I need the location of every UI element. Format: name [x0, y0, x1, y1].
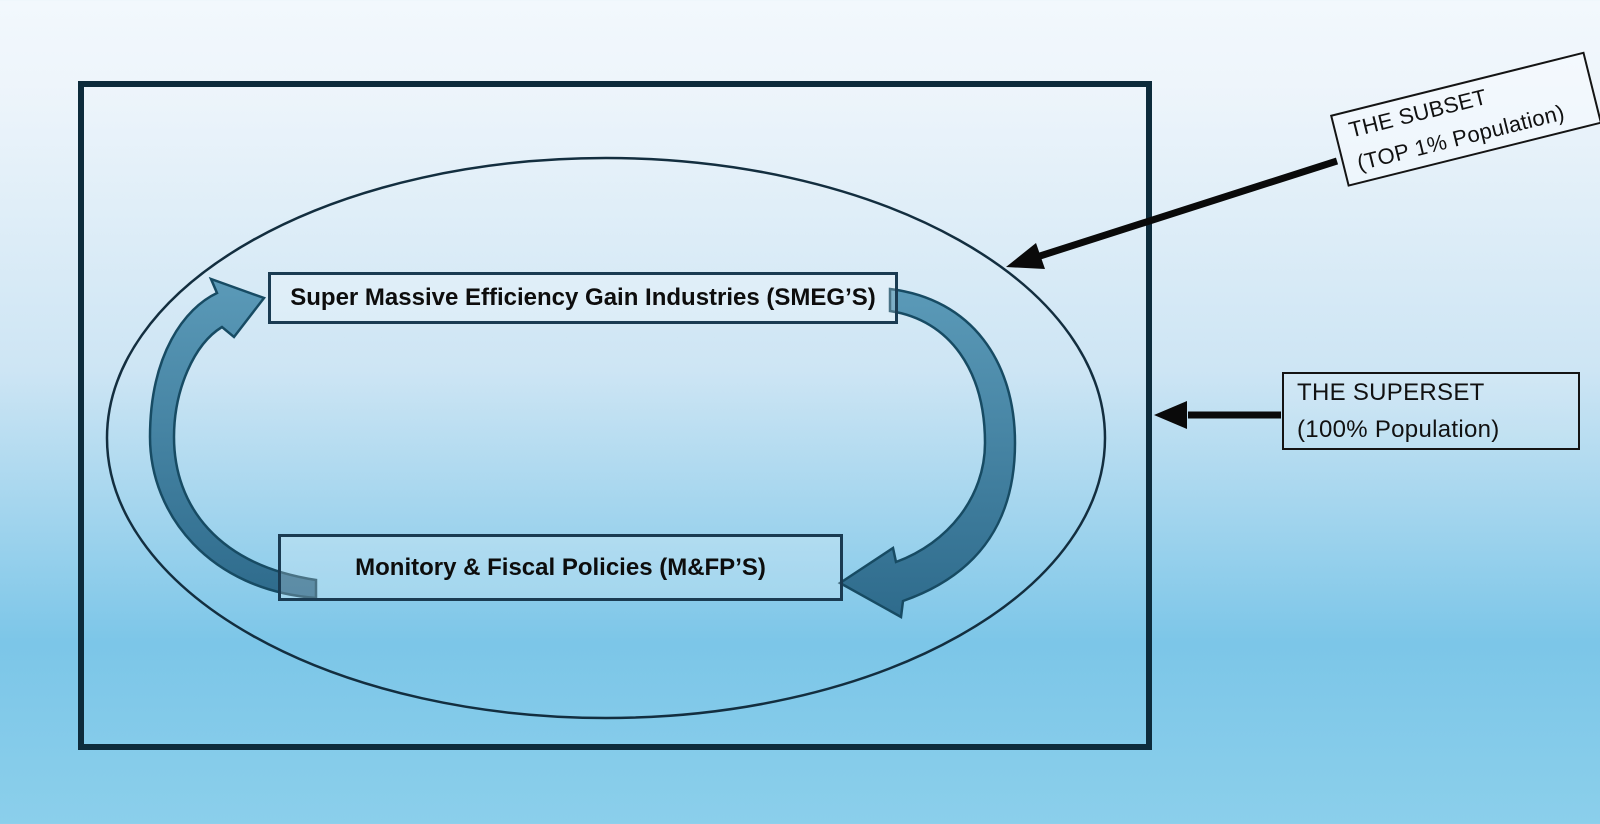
superset-callout-subtitle: (100% Population)	[1297, 416, 1500, 443]
superset-boundary-rectangle	[78, 81, 1152, 750]
subset-ellipse	[105, 156, 1107, 720]
superset-callout-box: THE SUPERSET (100% Population)	[1282, 372, 1580, 450]
subset-pointer-arrow-icon	[1006, 157, 1339, 269]
cycle-arrow-left-icon	[148, 276, 318, 600]
superset-pointer-arrow-icon	[1154, 401, 1281, 429]
monitory-fiscal-policies-label: Monitory & Fiscal Policies (M&FP’S)	[355, 553, 766, 581]
smeg-industries-label: Super Massive Efficiency Gain Industries…	[290, 284, 876, 311]
cycle-arrow-right-icon	[837, 287, 1017, 619]
superset-callout-title: THE SUPERSET	[1297, 379, 1485, 406]
monitory-fiscal-policies-box: Monitory & Fiscal Policies (M&FP’S)	[278, 534, 843, 601]
smeg-industries-box: Super Massive Efficiency Gain Industries…	[268, 272, 898, 324]
